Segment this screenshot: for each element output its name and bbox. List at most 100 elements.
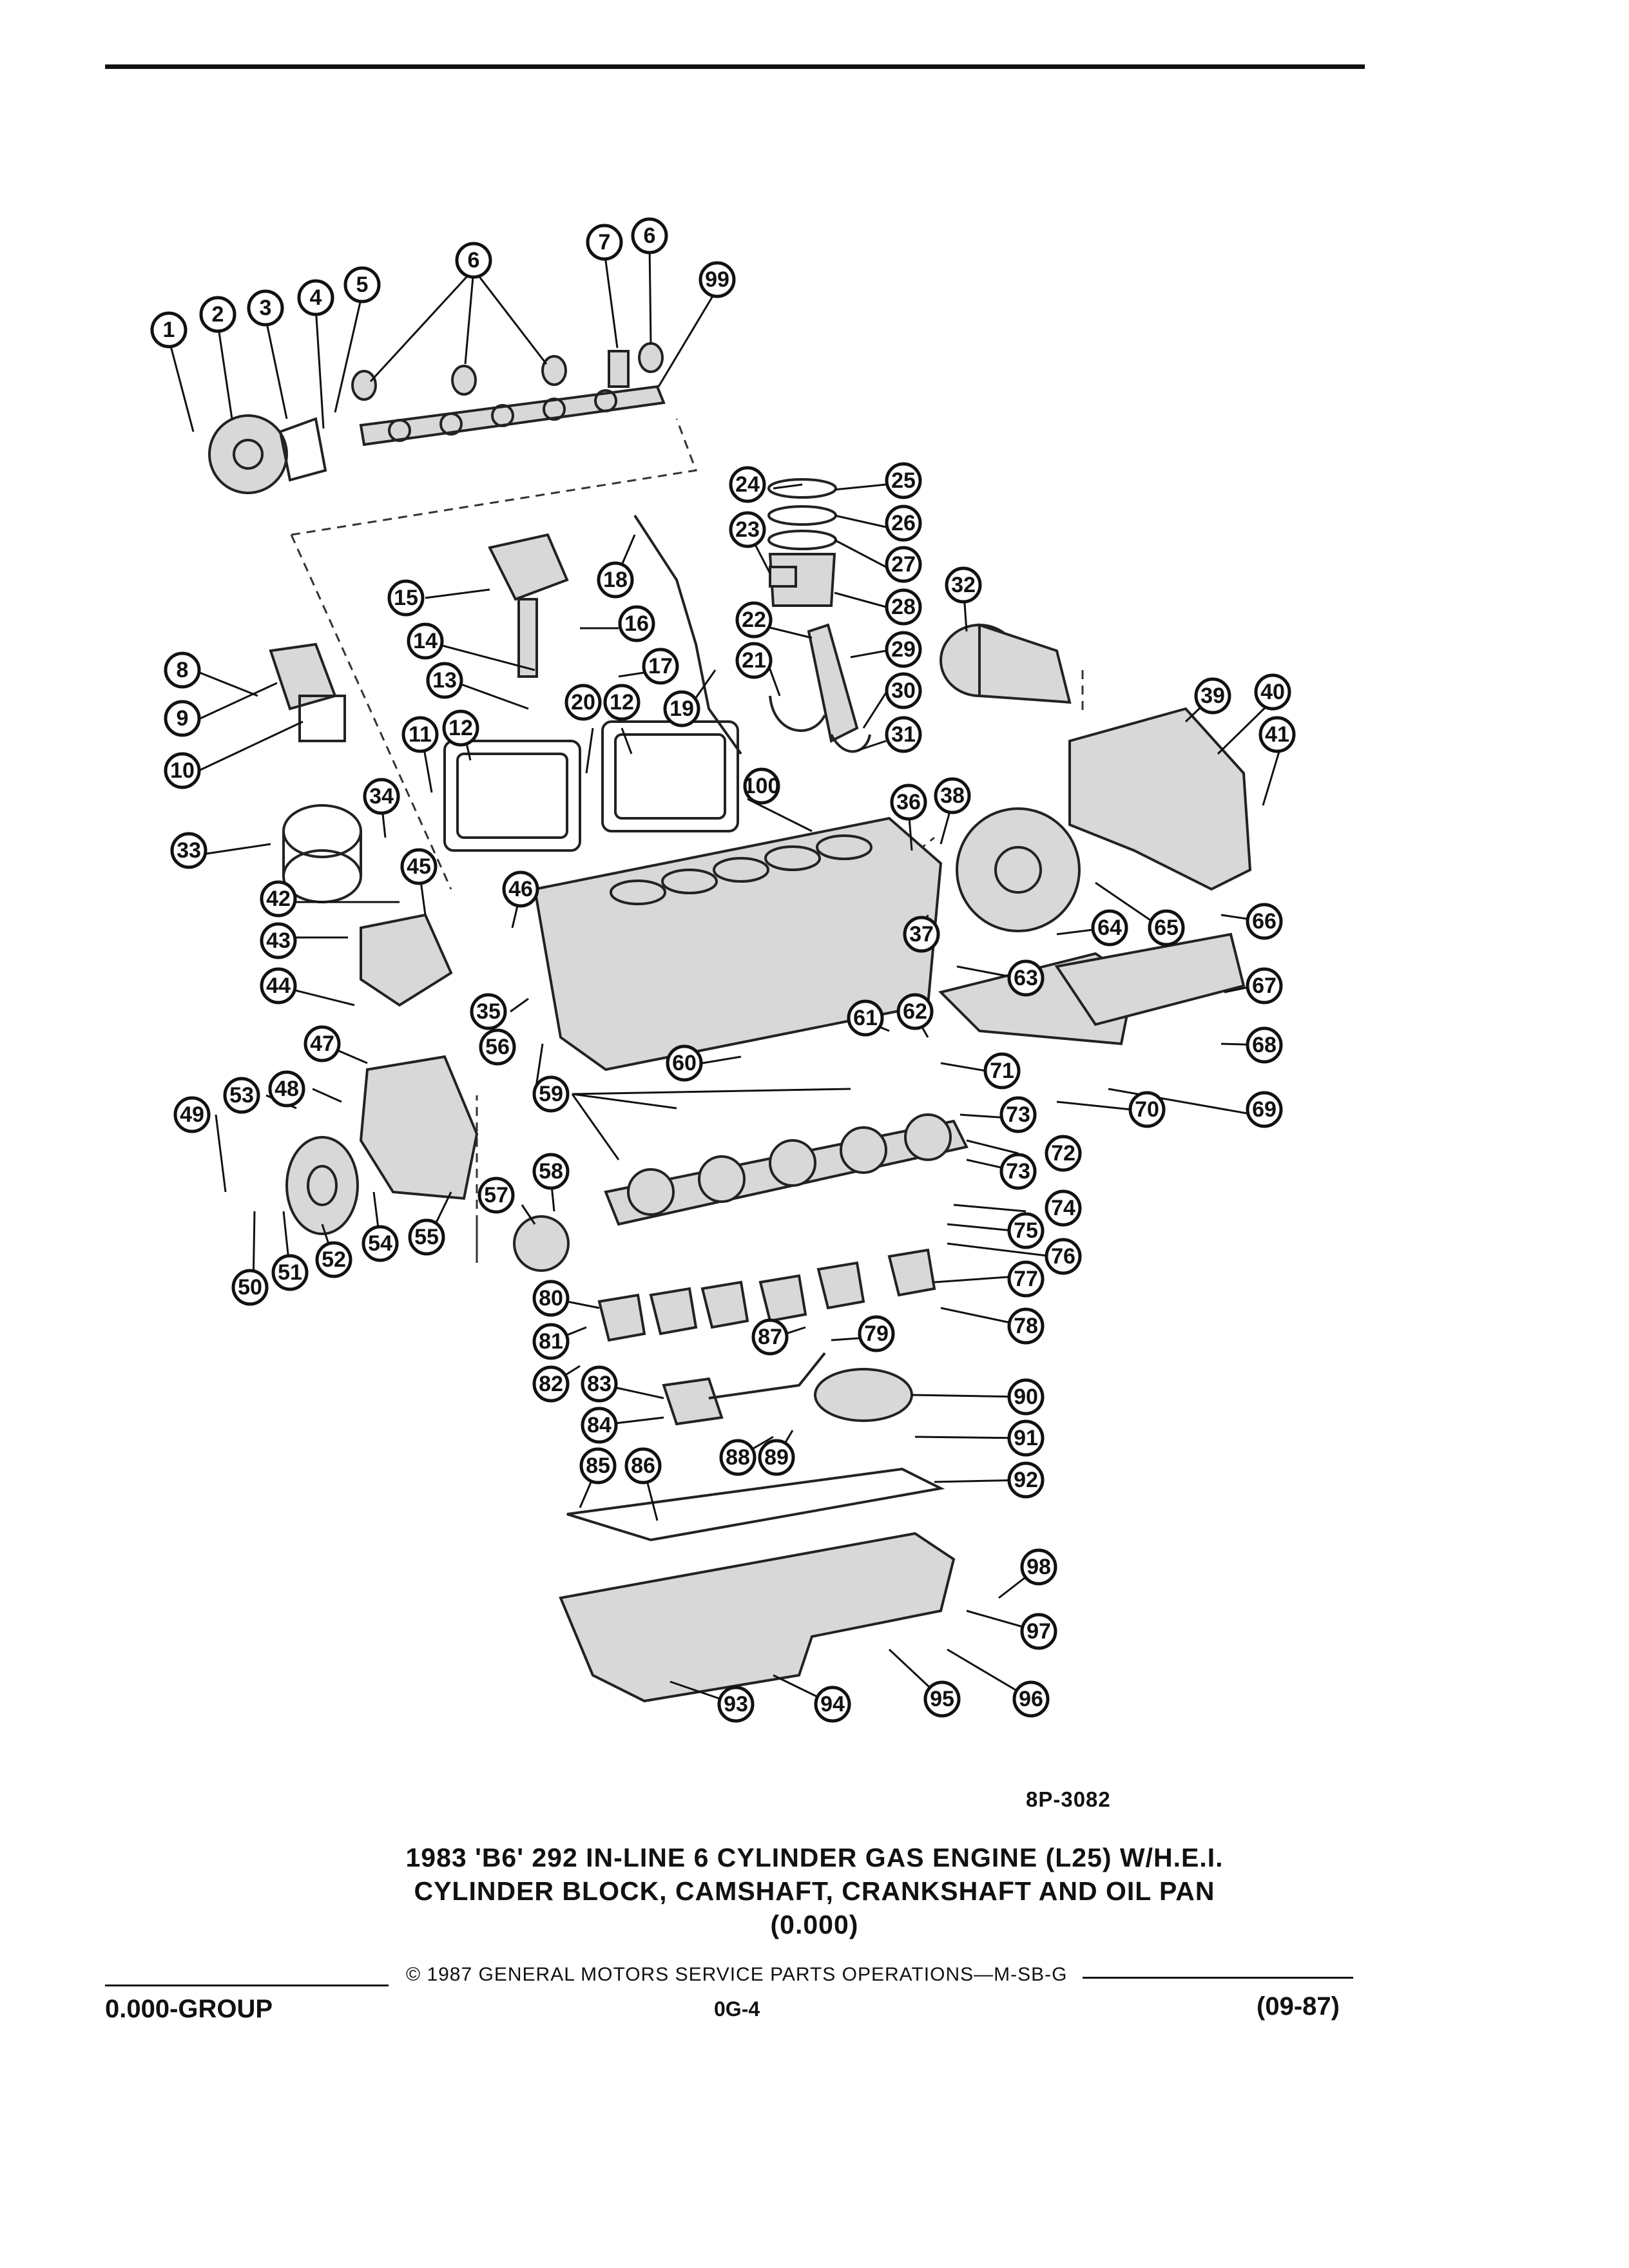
callout: 46	[502, 870, 539, 908]
svg-text:12: 12	[448, 716, 473, 740]
svg-text:87: 87	[758, 1325, 782, 1349]
callout: 88	[719, 1439, 757, 1476]
callout: 73	[999, 1096, 1037, 1133]
callout: 41	[1258, 716, 1296, 753]
svg-text:73: 73	[1006, 1159, 1030, 1184]
svg-text:20: 20	[571, 690, 595, 715]
callout: 78	[1007, 1307, 1045, 1345]
callout: 14	[407, 622, 444, 660]
callout: 3	[247, 289, 284, 327]
callout: 62	[896, 993, 934, 1030]
callout: 24	[729, 466, 766, 503]
callout: 19	[663, 690, 700, 727]
fuel-pump-gasket	[298, 695, 346, 742]
callout: 81	[532, 1323, 570, 1360]
svg-text:59: 59	[539, 1082, 563, 1106]
svg-text:65: 65	[1154, 916, 1179, 940]
callout: 12	[442, 709, 479, 747]
callout: 77	[1007, 1260, 1045, 1298]
svg-text:18: 18	[603, 568, 628, 592]
svg-text:3: 3	[260, 296, 272, 320]
svg-text:75: 75	[1014, 1218, 1038, 1243]
group-number: 0.000-GROUP	[105, 1995, 273, 2023]
svg-text:64: 64	[1097, 916, 1122, 940]
callout: 52	[315, 1241, 352, 1278]
svg-text:85: 85	[586, 1454, 610, 1478]
svg-text:31: 31	[891, 722, 916, 747]
svg-text:66: 66	[1252, 909, 1277, 934]
cam-bearing	[351, 370, 377, 401]
cam-bearing	[608, 350, 630, 388]
callouts: 1 2 3 4 5 6 7 6 99 24 25 26 27 23 28 32 …	[150, 217, 1296, 1723]
callout: 25	[885, 462, 922, 499]
rod-bearing	[830, 734, 871, 753]
flywheel	[956, 807, 1081, 932]
svg-text:44: 44	[266, 974, 291, 998]
svg-text:57: 57	[484, 1183, 508, 1207]
callout: 44	[260, 967, 297, 1004]
callout: 2	[199, 296, 236, 333]
callout: 98	[1020, 1548, 1057, 1586]
callout: 45	[400, 848, 438, 885]
svg-text:62: 62	[903, 999, 927, 1024]
callout: 27	[885, 546, 922, 583]
svg-text:77: 77	[1014, 1267, 1038, 1291]
callout: 7	[586, 224, 623, 261]
callout: 85	[579, 1447, 617, 1485]
svg-text:68: 68	[1252, 1033, 1277, 1057]
callout: 20	[564, 684, 602, 721]
callout: 57	[477, 1177, 515, 1214]
svg-text:36: 36	[896, 790, 921, 814]
callout: 35	[470, 993, 507, 1030]
svg-text:67: 67	[1252, 974, 1277, 998]
svg-text:41: 41	[1265, 722, 1289, 747]
callout: 94	[814, 1686, 851, 1723]
svg-text:97: 97	[1027, 1619, 1051, 1644]
callout: 60	[666, 1044, 703, 1082]
callout: 91	[1007, 1419, 1045, 1457]
svg-text:92: 92	[1014, 1468, 1038, 1492]
callout: 55	[408, 1218, 445, 1256]
callout: 74	[1045, 1189, 1082, 1227]
callout: 10	[164, 752, 201, 789]
callout: 86	[624, 1447, 662, 1485]
oil-filter	[282, 804, 362, 903]
svg-text:28: 28	[891, 595, 916, 619]
callout: 42	[260, 880, 297, 918]
svg-text:39: 39	[1200, 684, 1225, 708]
callout: 5	[343, 266, 381, 303]
copyright-notice: © 1987 GENERAL MOTORS SERVICE PARTS OPER…	[406, 1964, 1068, 1985]
callout: 69	[1246, 1091, 1283, 1128]
svg-text:60: 60	[672, 1051, 697, 1075]
callout: 70	[1128, 1091, 1166, 1128]
svg-text:52: 52	[322, 1247, 346, 1272]
svg-text:24: 24	[735, 472, 760, 497]
svg-text:76: 76	[1051, 1244, 1075, 1269]
svg-text:2: 2	[212, 302, 224, 327]
svg-text:12: 12	[610, 690, 634, 715]
callout: 51	[271, 1254, 309, 1291]
callout: 99	[699, 261, 736, 298]
crank-gear	[513, 1215, 570, 1272]
svg-text:71: 71	[990, 1059, 1014, 1083]
callout: 43	[260, 922, 297, 959]
svg-text:86: 86	[631, 1454, 655, 1478]
callout: 37	[903, 916, 940, 953]
top-rule	[105, 64, 1365, 69]
callout: 61	[847, 999, 884, 1037]
callout: 26	[885, 505, 922, 542]
cam-bearing	[451, 365, 477, 396]
callout: 30	[885, 672, 922, 709]
callout: 31	[885, 716, 922, 753]
svg-text:40: 40	[1260, 680, 1285, 704]
svg-text:100: 100	[744, 774, 780, 798]
callout: 33	[170, 832, 207, 869]
callout: 9	[164, 700, 201, 737]
svg-text:88: 88	[726, 1445, 750, 1470]
svg-text:10: 10	[170, 758, 195, 783]
oil-pump	[662, 1352, 913, 1426]
starter-motor	[940, 623, 1072, 704]
svg-text:9: 9	[177, 706, 189, 731]
svg-text:14: 14	[413, 629, 438, 653]
leader-lines	[168, 244, 1284, 1706]
